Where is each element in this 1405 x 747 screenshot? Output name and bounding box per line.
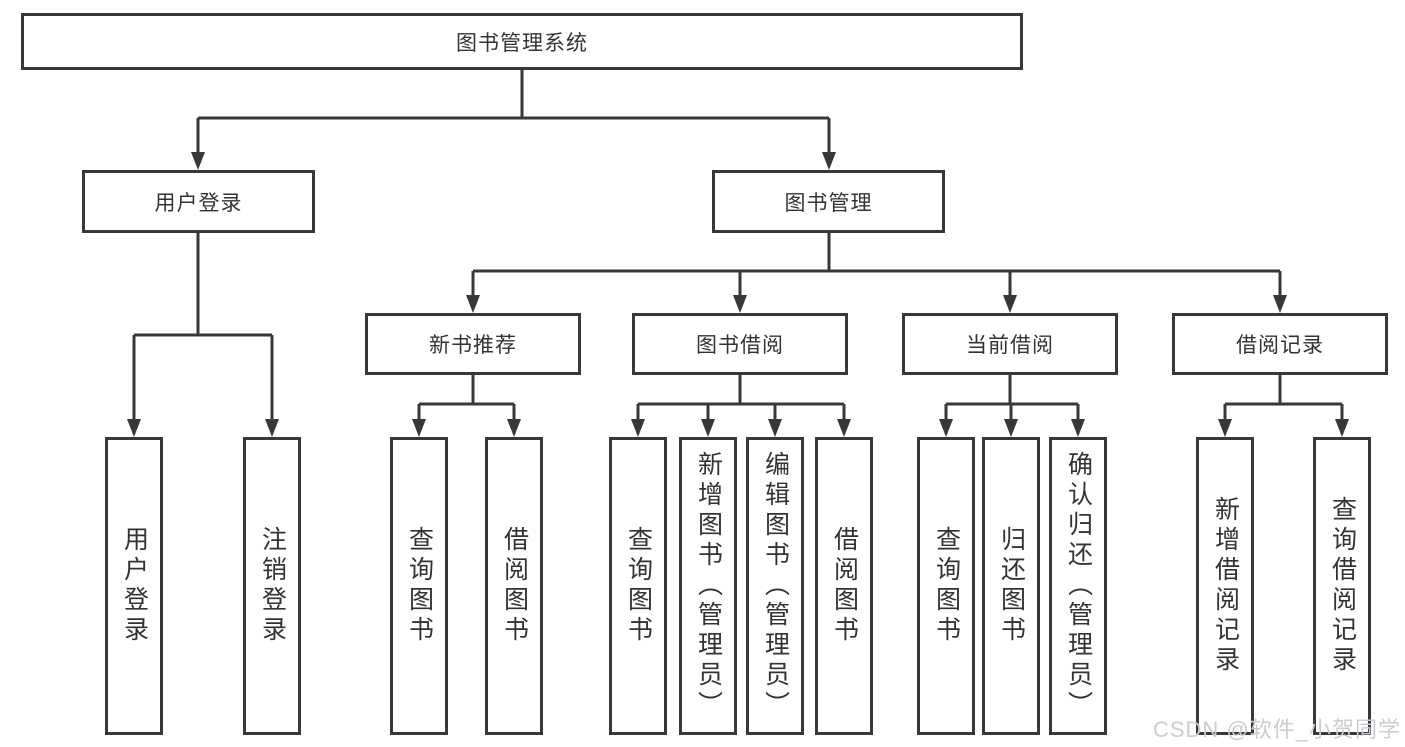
node-current-borrow: 当前借阅 (902, 313, 1118, 375)
node-book-management: 图书管理 (712, 170, 945, 233)
leaf-user-login: 用户登录 (105, 437, 163, 735)
leaf-confirm-return-admin: 确认归还（管理员） (1049, 437, 1107, 735)
leaf-edit-books-admin: 编辑图书（管理员） (746, 437, 804, 735)
node-new-book-recommend: 新书推荐 (365, 313, 581, 375)
connector-book-management-branch (466, 233, 1287, 313)
node-user-login: 用户登录 (82, 170, 315, 233)
leaf-query-books-recommend: 查询图书 (390, 437, 448, 735)
connector-borrow-records-branch (1218, 375, 1349, 437)
leaf-logout: 注销登录 (243, 437, 301, 735)
node-library-system: 图书管理系统 (21, 13, 1023, 70)
leaf-query-borrow-record: 查询借阅记录 (1313, 437, 1371, 735)
node-borrow-records: 借阅记录 (1172, 313, 1388, 375)
node-book-borrow: 图书借阅 (632, 313, 848, 375)
leaf-query-books-borrow: 查询图书 (609, 437, 667, 735)
leaf-borrow-books-recommend: 借阅图书 (485, 437, 543, 735)
leaf-query-books-current: 查询图书 (917, 437, 975, 735)
leaf-add-borrow-record: 新增借阅记录 (1196, 437, 1254, 735)
connector-root-to-level2 (191, 70, 836, 170)
connector-user-login-branch (127, 233, 279, 437)
connector-book-borrow-branch (631, 375, 851, 437)
leaf-add-books-admin: 新增图书（管理员） (679, 437, 737, 735)
connector-current-borrow-branch (939, 375, 1085, 437)
leaf-borrow-books: 借阅图书 (815, 437, 873, 735)
leaf-return-books: 归还图书 (982, 437, 1040, 735)
csdn-watermark: CSDN @软件_小贺同学 (1152, 717, 1401, 742)
connector-new-book-recommend-branch (412, 375, 521, 437)
